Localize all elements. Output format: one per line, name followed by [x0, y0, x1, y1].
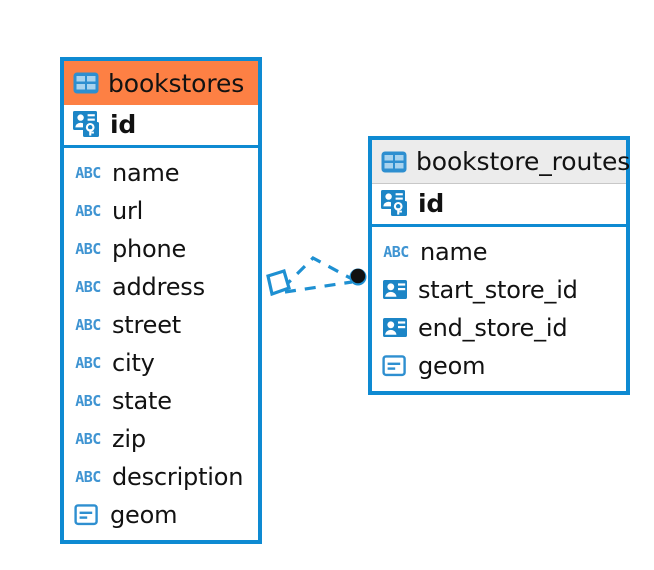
- primary-key-label: id: [110, 109, 137, 139]
- field-label: address: [112, 273, 205, 301]
- field-label: street: [112, 311, 181, 339]
- field-label: zip: [112, 425, 146, 453]
- foreign-key-icon: [381, 315, 409, 341]
- filled-circle-marker: [349, 268, 367, 286]
- entity-header: bookstore_routes: [372, 140, 630, 184]
- field-list: ABC name ABC url ABC phone ABC address A…: [64, 148, 258, 540]
- abc-text-icon: ABC: [75, 277, 101, 296]
- table-icon: [73, 72, 99, 94]
- geometry-icon: [73, 502, 101, 528]
- field-row[interactable]: ABC state: [64, 382, 258, 420]
- field-row[interactable]: ABC phone: [64, 230, 258, 268]
- relationship-line-upper: [281, 256, 353, 290]
- abc-text-icon: ABC: [75, 353, 101, 372]
- table-icon: [381, 151, 407, 173]
- entity-table-bookstores[interactable]: bookstores id ABC: [60, 57, 262, 544]
- field-label: name: [420, 238, 488, 266]
- abc-text-icon: ABC: [75, 391, 101, 410]
- primary-key-icon: [381, 190, 409, 216]
- abc-text-icon: ABC: [75, 467, 101, 486]
- field-row[interactable]: ABC street: [64, 306, 258, 344]
- field-label: phone: [112, 235, 187, 263]
- primary-key-row[interactable]: id: [372, 184, 626, 227]
- entity-title: bookstore_routes: [416, 147, 631, 176]
- field-label: city: [112, 349, 155, 377]
- field-row[interactable]: start_store_id: [372, 271, 626, 309]
- field-list: ABC name start_store_id: [372, 227, 626, 391]
- field-row[interactable]: ABC description: [64, 458, 258, 496]
- abc-text-icon: ABC: [75, 315, 101, 334]
- field-row[interactable]: end_store_id: [372, 309, 626, 347]
- field-label: url: [112, 197, 144, 225]
- geometry-icon: [381, 353, 409, 379]
- abc-text-icon: ABC: [75, 239, 101, 258]
- abc-text-icon: ABC: [75, 163, 101, 182]
- primary-key-label: id: [418, 188, 445, 218]
- field-label: description: [112, 463, 244, 491]
- field-row[interactable]: ABC city: [64, 344, 258, 382]
- abc-text-icon: ABC: [75, 429, 101, 448]
- primary-key-row[interactable]: id: [64, 105, 258, 148]
- abc-text-icon: ABC: [383, 242, 409, 261]
- field-row[interactable]: geom: [64, 496, 258, 534]
- field-row[interactable]: ABC address: [64, 268, 258, 306]
- field-label: start_store_id: [418, 276, 578, 304]
- diamond-marker: [266, 268, 291, 297]
- field-label: geom: [418, 352, 486, 380]
- foreign-key-icon: [381, 277, 409, 303]
- field-row[interactable]: ABC name: [372, 233, 626, 271]
- abc-text-icon: ABC: [75, 201, 101, 220]
- field-row[interactable]: ABC name: [64, 154, 258, 192]
- relationship-line-lower: [284, 280, 353, 294]
- entity-header: bookstores: [64, 61, 258, 105]
- field-label: end_store_id: [418, 314, 568, 342]
- field-label: geom: [110, 501, 178, 529]
- field-row[interactable]: ABC zip: [64, 420, 258, 458]
- primary-key-icon: [73, 111, 101, 137]
- field-row[interactable]: geom: [372, 347, 626, 385]
- field-label: state: [112, 387, 172, 415]
- field-label: name: [112, 159, 180, 187]
- entity-title: bookstores: [108, 68, 245, 98]
- field-row[interactable]: ABC url: [64, 192, 258, 230]
- entity-table-bookstore-routes[interactable]: bookstore_routes id ABC: [368, 136, 630, 395]
